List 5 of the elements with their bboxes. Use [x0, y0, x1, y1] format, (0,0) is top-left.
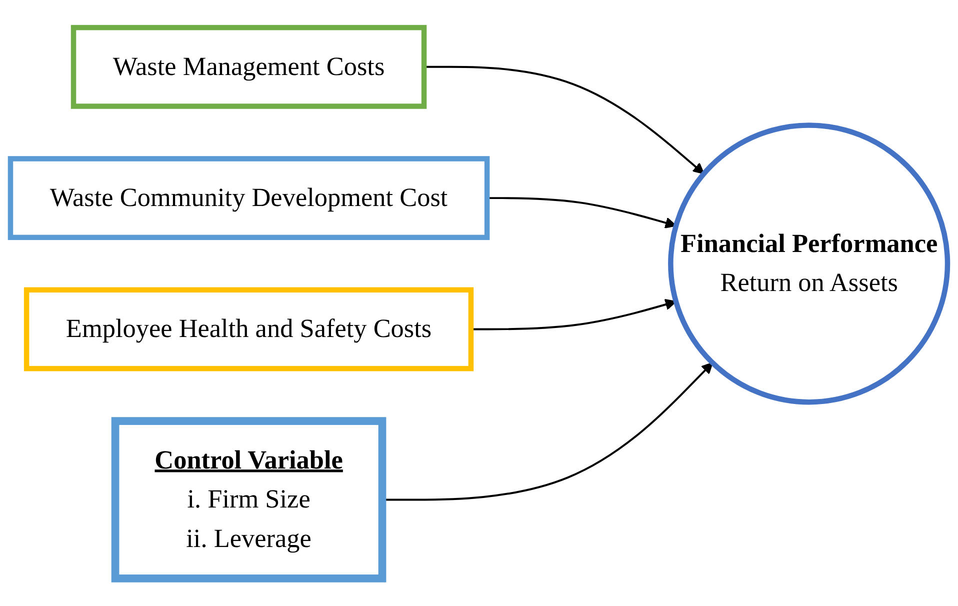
node-box: Employee Health and Safety Costs	[24, 287, 474, 372]
node-circle: Financial Performance Return on Assets	[668, 122, 950, 405]
node-box: Control Variable i. Firm Size ii. Leverage	[111, 417, 386, 582]
node-box: Waste Management Costs	[70, 24, 427, 109]
node-box: Waste Community Development Cost	[8, 156, 490, 240]
